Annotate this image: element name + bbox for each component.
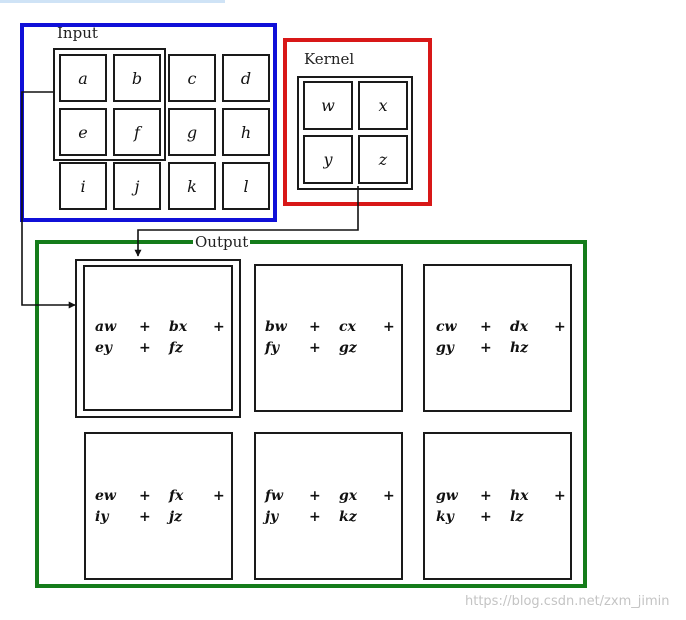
kernel-label: Kernel: [304, 50, 355, 68]
input-receptive-field-box: [53, 48, 166, 161]
plus-sign: +: [309, 340, 321, 356]
input-cell-a: a: [59, 54, 107, 102]
term: fw: [265, 488, 284, 504]
output-equation-4: ew + fx + iy + jz: [95, 486, 243, 528]
input-cell-g: g: [168, 108, 216, 156]
output-selected-outer-box: [75, 259, 241, 418]
term: fx: [169, 488, 184, 504]
input-cell-c: c: [168, 54, 216, 102]
plus-sign: +: [383, 319, 395, 335]
input-label: Input: [57, 24, 98, 42]
plus-sign: +: [480, 319, 492, 335]
plus-sign: +: [139, 509, 151, 525]
output-equation-5: fw + gx + jy + kz: [265, 486, 413, 528]
watermark-text: https://blog.csdn.net/zxm_jimin: [465, 594, 670, 609]
term: bw: [265, 319, 287, 335]
input-cell-l: l: [222, 162, 270, 210]
plus-sign: +: [213, 488, 225, 504]
term: cw: [436, 319, 457, 335]
output-equation-2: bw + cx + fy + gz: [265, 317, 413, 359]
term: fy: [265, 340, 280, 356]
top-decoration-line: [0, 0, 225, 3]
output-box-4: [84, 432, 233, 580]
term: gw: [436, 488, 458, 504]
term: aw: [95, 319, 117, 335]
output-equation-3: cw + dx + gy + hz: [436, 317, 584, 359]
input-cell-b: b: [113, 54, 161, 102]
plus-sign: +: [480, 488, 492, 504]
output-equation-1: aw + bx + ey + fz: [95, 317, 243, 359]
output-box-3: [423, 264, 572, 412]
term: bx: [169, 319, 188, 335]
kernel-cell-x: x: [358, 81, 408, 130]
input-cell-e: e: [59, 108, 107, 156]
kernel-cell-w: w: [303, 81, 353, 130]
output-box-1: [83, 265, 233, 411]
kernel-cell-z: z: [358, 135, 408, 184]
input-cell-i: i: [59, 162, 107, 210]
plus-sign: +: [554, 319, 566, 335]
output-box-2: [254, 264, 403, 412]
term: ey: [95, 340, 113, 356]
term: iy: [95, 509, 109, 525]
plus-sign: +: [213, 319, 225, 335]
term: cx: [339, 319, 356, 335]
output-box-5: [254, 432, 403, 580]
term: fz: [169, 340, 183, 356]
plus-sign: +: [554, 488, 566, 504]
term: ky: [436, 509, 454, 525]
plus-sign: +: [309, 488, 321, 504]
kernel-cell-y: y: [303, 135, 353, 184]
input-cell-j: j: [113, 162, 161, 210]
input-cell-f: f: [113, 108, 161, 156]
plus-sign: +: [309, 319, 321, 335]
term: kz: [339, 509, 357, 525]
plus-sign: +: [139, 488, 151, 504]
input-cell-h: h: [222, 108, 270, 156]
output-label: Output: [193, 233, 251, 251]
output-panel: [35, 240, 587, 588]
input-to-output-arrow: [21, 91, 76, 309]
kernel-to-output-arrow: [134, 186, 359, 257]
plus-sign: +: [309, 509, 321, 525]
term: dx: [510, 319, 529, 335]
term: gz: [339, 340, 357, 356]
plus-sign: +: [383, 488, 395, 504]
output-equation-6: gw + hx + ky + lz: [436, 486, 584, 528]
plus-sign: +: [480, 509, 492, 525]
term: gx: [339, 488, 358, 504]
term: hx: [510, 488, 529, 504]
term: jy: [265, 509, 279, 525]
term: jz: [169, 509, 183, 525]
input-cell-k: k: [168, 162, 216, 210]
plus-sign: +: [139, 319, 151, 335]
term: hz: [510, 340, 529, 356]
term: gy: [436, 340, 454, 356]
output-box-6: [423, 432, 572, 580]
kernel-outer-box: [297, 76, 413, 190]
plus-sign: +: [139, 340, 151, 356]
plus-sign: +: [480, 340, 492, 356]
input-cell-d: d: [222, 54, 270, 102]
term: lz: [510, 509, 524, 525]
term: ew: [95, 488, 116, 504]
